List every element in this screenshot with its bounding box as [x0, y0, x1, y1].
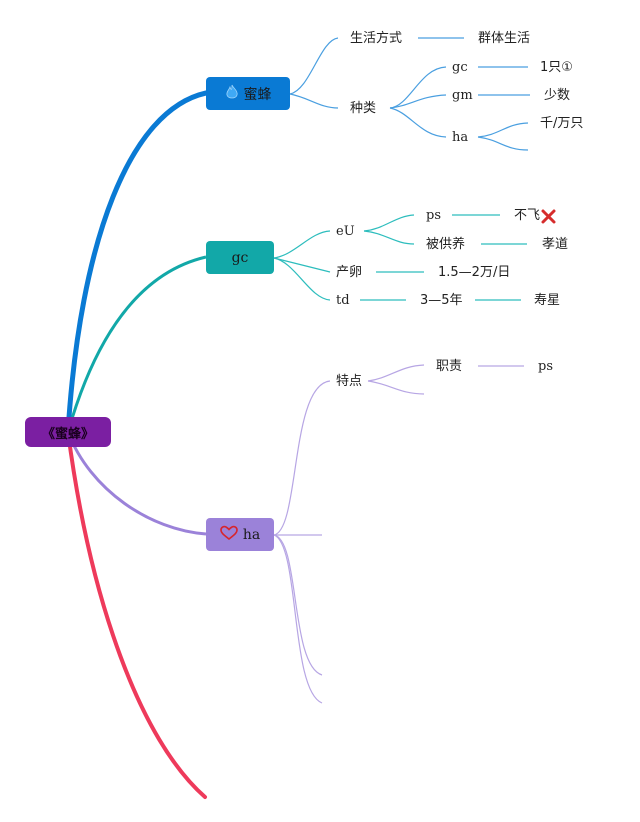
- label-ps-value: 不飞: [514, 208, 541, 223]
- label-ha-value: 千/万只: [540, 116, 584, 131]
- label-eu: eU: [336, 224, 355, 239]
- label-kinds: 种类: [350, 101, 377, 116]
- label-ha: ha: [452, 130, 469, 145]
- branch-node-bee[interactable]: 蜜蜂: [206, 77, 290, 110]
- label-fed-value: 孝道: [542, 237, 569, 252]
- branch-label-ha: ha: [242, 526, 261, 543]
- branch-line-bee: [65, 90, 209, 435]
- branch-line-ha: [66, 431, 207, 536]
- label-gm-value: 少数: [544, 88, 571, 103]
- label-ps: ps: [426, 208, 441, 223]
- branch-line-empty: [66, 430, 207, 799]
- label-fed: 被供养: [426, 237, 466, 252]
- branch-node-ha[interactable]: ha: [206, 518, 274, 551]
- heart-icon: [220, 525, 238, 545]
- label-feature: 特点: [336, 374, 363, 389]
- label-td: td: [336, 293, 350, 308]
- label-lifestyle-value: 群体生活: [478, 31, 531, 46]
- branch-node-gc[interactable]: gc: [206, 241, 274, 274]
- label-duty: 职责: [436, 359, 463, 374]
- label-lifestyle: 生活方式: [350, 31, 403, 46]
- label-td-value: 3—5年: [420, 293, 463, 308]
- label-eggs: 产卵: [336, 265, 363, 280]
- label-duty-value: ps: [538, 359, 553, 374]
- branch-label-bee: 蜜蜂: [243, 86, 272, 103]
- branch-label-gc: gc: [231, 249, 249, 266]
- label-gm: gm: [452, 88, 473, 103]
- label-td-value2: 寿星: [534, 293, 561, 308]
- root-label: 《蜜蜂》: [41, 426, 94, 442]
- flame-icon: [225, 84, 239, 104]
- label-eggs-value: 1.5—2万/日: [438, 265, 511, 280]
- label-gc-value: 1只①: [540, 60, 573, 75]
- root-node[interactable]: 《蜜蜂》: [25, 417, 111, 447]
- branch-line-gc: [66, 255, 207, 433]
- cross-icon: [540, 208, 557, 229]
- label-gc: gc: [452, 60, 468, 75]
